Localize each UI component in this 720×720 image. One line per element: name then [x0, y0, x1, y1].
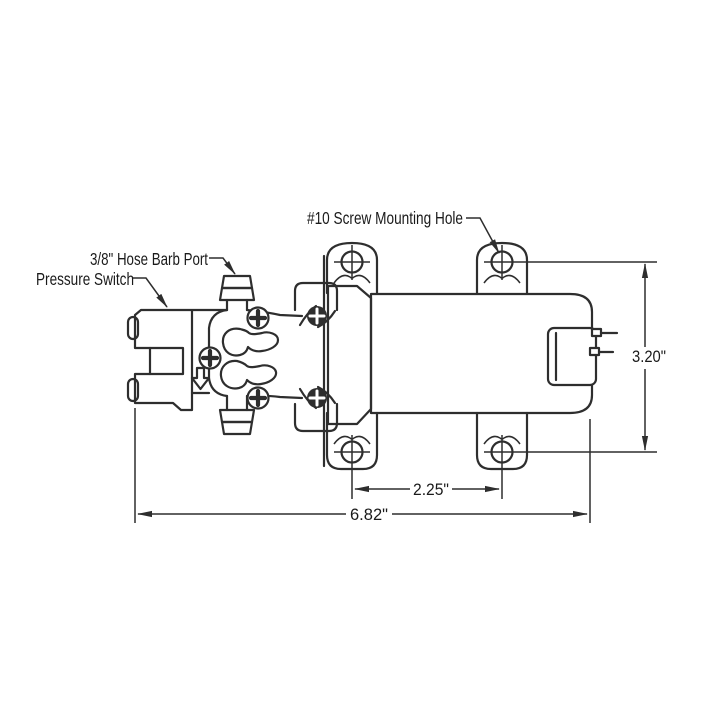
- ear-squiggle: [333, 274, 371, 284]
- valve-chamber-bottom: [219, 359, 278, 390]
- clamp-ring-outline: [326, 284, 373, 426]
- label-screw-mounting-hole: #10 Screw Mounting Hole: [307, 208, 463, 228]
- mounting-ear-top-left: [325, 241, 379, 295]
- through-bolt-screw-top: [298, 304, 337, 329]
- phillips-screw: [198, 346, 222, 370]
- label-hose-barb-port: 3/8" Hose Barb Port: [90, 249, 208, 269]
- phillips-screw: [246, 306, 270, 330]
- through-bolt-screw-bottom: [298, 385, 337, 410]
- mounting-ear-top-right: [475, 241, 529, 295]
- crosshair-top-left: [334, 245, 370, 280]
- dimension-length-text: 6.82": [350, 506, 388, 524]
- switch-terminal-bottom: [126, 377, 140, 403]
- callout-screw-mounting-hole: #10 Screw Mounting Hole: [307, 208, 500, 254]
- pin-base-top: [590, 327, 603, 338]
- pin-base-bottom: [588, 346, 601, 357]
- phillips-screw: [246, 386, 270, 410]
- dimension-annotations: 3.20" 2.25" 6.82": [134, 261, 666, 524]
- bracket-tab-bottom: [293, 402, 339, 433]
- switch-terminal-top: [126, 315, 140, 341]
- bracket-tab-top: [293, 281, 339, 312]
- leader-line: [209, 257, 236, 275]
- label-pressure-switch: Pressure Switch: [36, 269, 134, 289]
- callout-hose-barb-port: 3/8" Hose Barb Port: [90, 249, 236, 275]
- dimension-hole-spacing: 2.25": [351, 435, 503, 499]
- dimension-spacing-text: 2.25": [413, 481, 449, 499]
- hose-barb-port-top: [218, 274, 256, 312]
- motor-body-outline: [369, 292, 594, 415]
- leader-line: [466, 217, 500, 254]
- pressure-switch-drawing: [126, 308, 229, 412]
- leader-line: [133, 277, 168, 308]
- valve-chamber-top: [221, 327, 280, 357]
- callout-labels: #10 Screw Mounting Hole 3/8" Hose Barb P…: [36, 208, 500, 308]
- flow-arrow-icon: [190, 366, 211, 391]
- ear-squiggle: [483, 274, 521, 284]
- dimension-overall-length: 6.82": [134, 408, 591, 524]
- pump-drawing: [126, 241, 619, 471]
- callout-pressure-switch: Pressure Switch: [36, 269, 168, 308]
- dimension-height: 3.20": [484, 261, 666, 453]
- dimension-height-text: 3.20": [632, 348, 666, 366]
- electrical-connector: [546, 326, 619, 387]
